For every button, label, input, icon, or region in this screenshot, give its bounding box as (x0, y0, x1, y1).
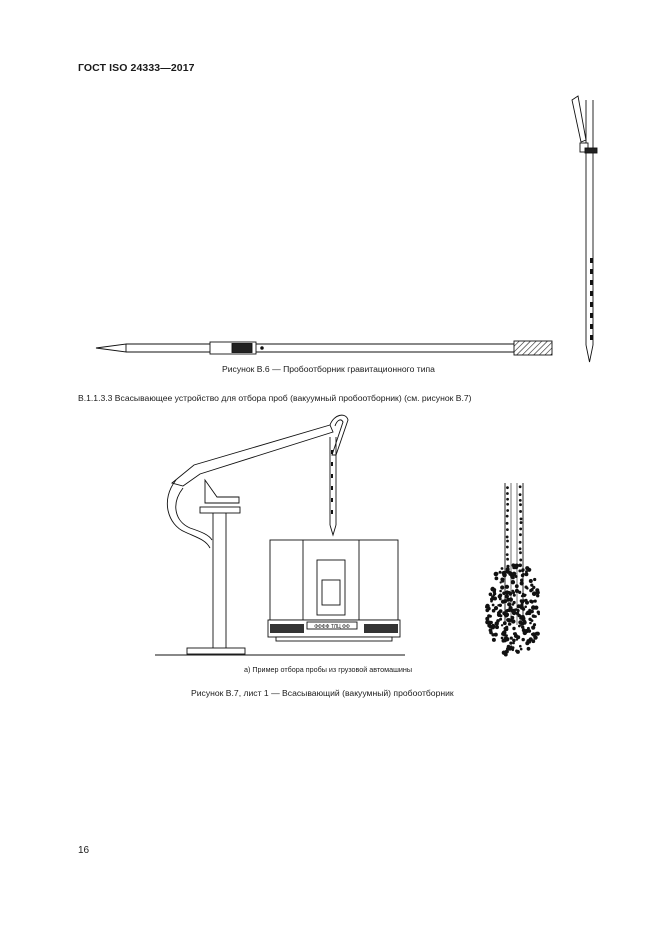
figure-b7-subcaption: а) Пример отбора пробы из грузовой автом… (244, 665, 413, 674)
page-number: 16 (78, 845, 90, 856)
document-header: ГОСТ ISO 24333—2017 (78, 62, 195, 74)
gravity-probe-vertical (571, 95, 598, 363)
clause-b-1-1-3-3: В.1.1.3.3 Всасывающее устройство для отб… (78, 393, 472, 403)
figure-b7-caption: Рисунок В.7, лист 1 — Всасывающий (вакуу… (191, 688, 454, 698)
gravity-probe-horizontal (95, 340, 553, 356)
probe-detail-view (485, 483, 540, 657)
figure-b6-caption: Рисунок В.6 — Пробоотборник гравитационн… (222, 364, 435, 374)
vacuum-sampler-truck: ФФФФ ТЛЦ ФФ (155, 414, 405, 656)
license-plate-text: ФФФФ ТЛЦ ФФ (314, 624, 350, 630)
